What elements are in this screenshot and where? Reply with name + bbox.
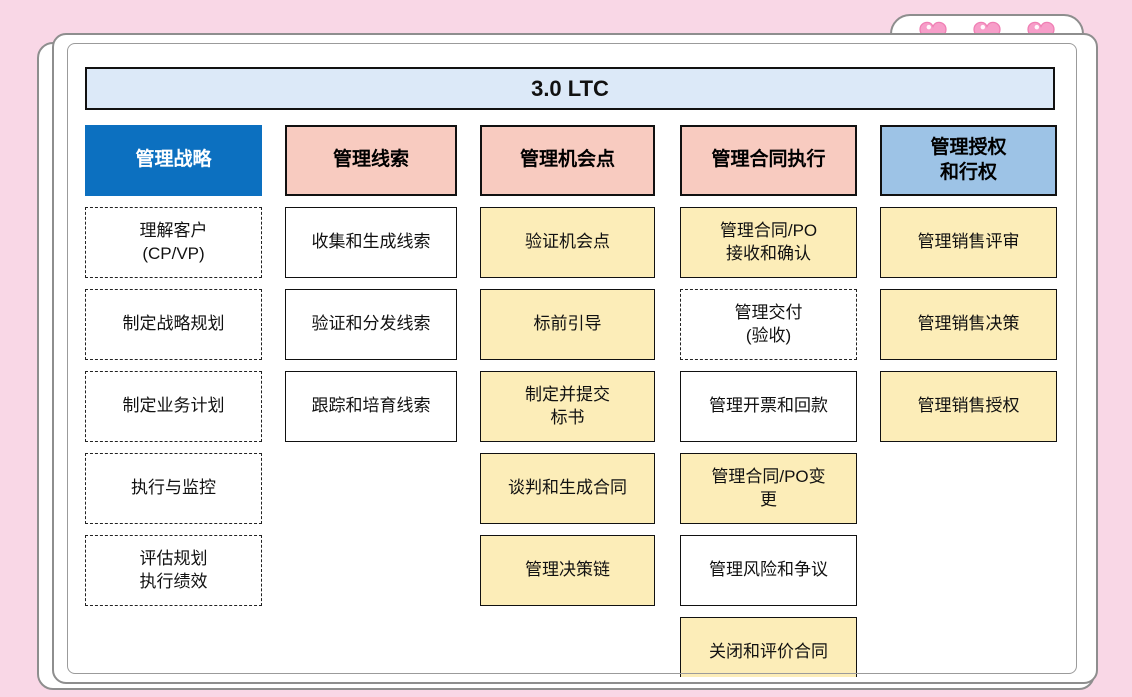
process-box: 收集和生成线索 — [285, 207, 457, 278]
process-box: 管理决策链 — [480, 535, 655, 606]
process-box: 谈判和生成合同 — [480, 453, 655, 524]
process-box: 标前引导 — [480, 289, 655, 360]
process-box: 管理开票和回款 — [680, 371, 857, 442]
column-header: 管理线索 — [285, 125, 457, 196]
column-header: 管理授权 和行权 — [880, 125, 1057, 196]
process-box: 评估规划 执行绩效 — [85, 535, 262, 606]
process-box: 理解客户 (CP/VP) — [85, 207, 262, 278]
process-box: 验证和分发线索 — [285, 289, 457, 360]
column-manage-contract-execution: 管理合同执行 管理合同/PO 接收和确认 管理交付 (验收) 管理开票和回款 管… — [680, 125, 857, 677]
column-manage-strategy: 管理战略 理解客户 (CP/VP) 制定战略规划 制定业务计划 执行与监控 评估… — [85, 125, 262, 606]
process-box: 制定并提交 标书 — [480, 371, 655, 442]
process-box: 跟踪和培育线索 — [285, 371, 457, 442]
slide-card: 3.0 LTC 管理战略 理解客户 (CP/VP) 制定战略规划 制定业务计划 … — [52, 33, 1098, 684]
process-box: 管理销售授权 — [880, 371, 1057, 442]
process-box: 管理合同/PO 接收和确认 — [680, 207, 857, 278]
column-manage-leads: 管理线索 收集和生成线索 验证和分发线索 跟踪和培育线索 — [285, 125, 457, 442]
process-box: 管理销售评审 — [880, 207, 1057, 278]
column-header: 管理合同执行 — [680, 125, 857, 196]
column-manage-opportunities: 管理机会点 验证机会点 标前引导 制定并提交 标书 谈判和生成合同 管理决策链 — [480, 125, 655, 606]
process-box: 执行与监控 — [85, 453, 262, 524]
diagram-area: 3.0 LTC 管理战略 理解客户 (CP/VP) 制定战略规划 制定业务计划 … — [54, 35, 1096, 677]
column-header: 管理机会点 — [480, 125, 655, 196]
diagram-title: 3.0 LTC — [85, 67, 1055, 110]
column-header: 管理战略 — [85, 125, 262, 196]
process-box: 制定战略规划 — [85, 289, 262, 360]
process-box: 验证机会点 — [480, 207, 655, 278]
process-box: 管理交付 (验收) — [680, 289, 857, 360]
process-box: 管理风险和争议 — [680, 535, 857, 606]
process-box: 管理合同/PO变 更 — [680, 453, 857, 524]
process-box: 管理销售决策 — [880, 289, 1057, 360]
column-manage-authorization: 管理授权 和行权 管理销售评审 管理销售决策 管理销售授权 — [880, 125, 1057, 442]
process-box: 关闭和评价合同 — [680, 617, 857, 677]
process-box: 制定业务计划 — [85, 371, 262, 442]
